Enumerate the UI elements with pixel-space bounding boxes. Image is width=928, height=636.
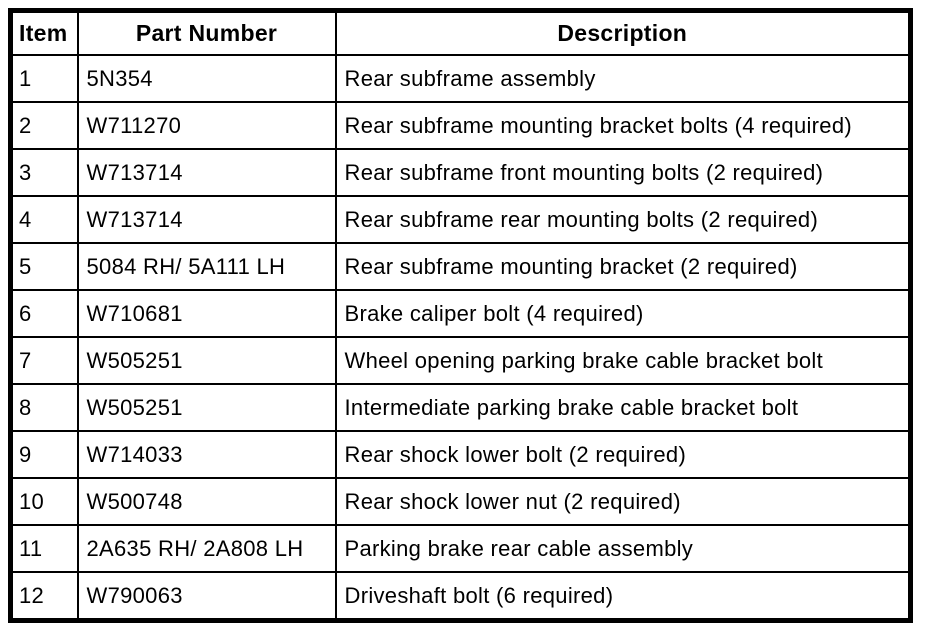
- part-number-cell: W710681: [76, 289, 337, 338]
- table-row: 10 W500748 Rear shock lower nut (2 requi…: [9, 477, 912, 526]
- description-cell: Rear subframe mounting bracket bolts (4 …: [334, 101, 912, 150]
- description-cell: Rear subframe assembly: [334, 54, 912, 103]
- description-cell: Rear shock lower bolt (2 required): [334, 430, 912, 479]
- description-cell: Rear shock lower nut (2 required): [334, 477, 912, 526]
- table-row: 7 W505251 Wheel opening parking brake ca…: [9, 336, 912, 385]
- part-number-cell: W714033: [76, 430, 337, 479]
- description-cell: Wheel opening parking brake cable bracke…: [334, 336, 912, 385]
- table-row: 6 W710681 Brake caliper bolt (4 required…: [9, 289, 912, 338]
- header-row: Item Part Number Description: [9, 9, 912, 56]
- item-cell: 11: [9, 524, 79, 573]
- item-cell: 6: [9, 289, 79, 338]
- description-cell: Intermediate parking brake cable bracket…: [334, 383, 912, 432]
- table-row: 5 5084 RH/ 5A111 LH Rear subframe mounti…: [9, 242, 912, 291]
- table-row: 12 W790063 Driveshaft bolt (6 required): [9, 571, 912, 622]
- column-header-item: Item: [9, 9, 79, 56]
- part-number-cell: W713714: [76, 148, 337, 197]
- part-number-cell: W711270: [76, 101, 337, 150]
- item-cell: 4: [9, 195, 79, 244]
- part-number-cell: W713714: [76, 195, 337, 244]
- item-cell: 5: [9, 242, 79, 291]
- table-row: 9 W714033 Rear shock lower bolt (2 requi…: [9, 430, 912, 479]
- table-row: 3 W713714 Rear subframe front mounting b…: [9, 148, 912, 197]
- item-cell: 3: [9, 148, 79, 197]
- column-header-description: Description: [334, 9, 912, 56]
- table-row: 1 5N354 Rear subframe assembly: [9, 54, 912, 103]
- column-header-part-number: Part Number: [76, 9, 337, 56]
- item-cell: 8: [9, 383, 79, 432]
- description-cell: Rear subframe front mounting bolts (2 re…: [334, 148, 912, 197]
- part-number-cell: 5084 RH/ 5A111 LH: [76, 242, 337, 291]
- table-row: 11 2A635 RH/ 2A808 LH Parking brake rear…: [9, 524, 912, 573]
- part-number-cell: W505251: [76, 383, 337, 432]
- part-number-cell: W500748: [76, 477, 337, 526]
- item-cell: 1: [9, 54, 79, 103]
- item-cell: 12: [9, 571, 79, 622]
- table-row: 2 W711270 Rear subframe mounting bracket…: [9, 101, 912, 150]
- description-cell: Parking brake rear cable assembly: [334, 524, 912, 573]
- part-number-cell: 5N354: [76, 54, 337, 103]
- table-row: 8 W505251 Intermediate parking brake cab…: [9, 383, 912, 432]
- item-cell: 9: [9, 430, 79, 479]
- part-number-cell: 2A635 RH/ 2A808 LH: [76, 524, 337, 573]
- description-cell: Rear subframe rear mounting bolts (2 req…: [334, 195, 912, 244]
- item-cell: 7: [9, 336, 79, 385]
- description-cell: Rear subframe mounting bracket (2 requir…: [334, 242, 912, 291]
- table-row: 4 W713714 Rear subframe rear mounting bo…: [9, 195, 912, 244]
- description-cell: Brake caliper bolt (4 required): [334, 289, 912, 338]
- item-cell: 2: [9, 101, 79, 150]
- part-number-cell: W790063: [76, 571, 337, 622]
- parts-table: Item Part Number Description 1 5N354 Rea…: [8, 8, 913, 623]
- item-cell: 10: [9, 477, 79, 526]
- part-number-cell: W505251: [76, 336, 337, 385]
- description-cell: Driveshaft bolt (6 required): [334, 571, 912, 622]
